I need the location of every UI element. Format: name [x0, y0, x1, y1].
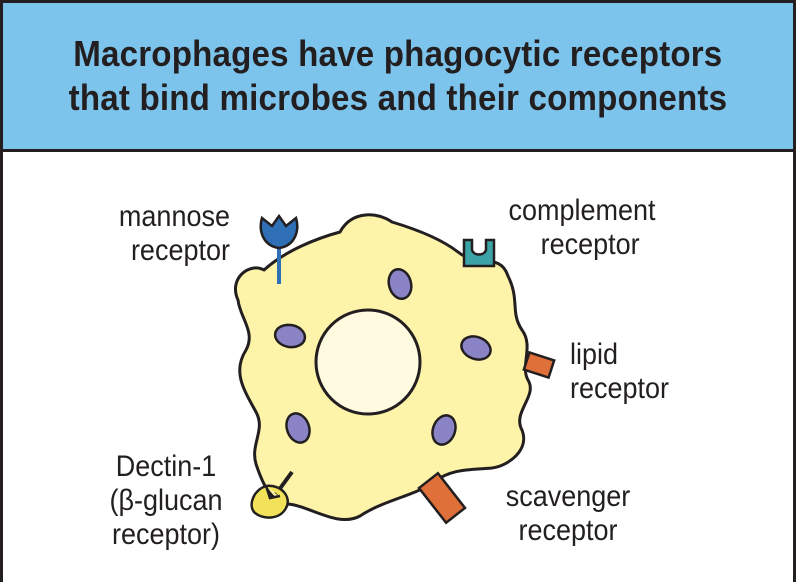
dectin-1-label: Dectin-1 (β-glucan receptor) — [109, 450, 223, 551]
title-line-2: that bind microbes and their components — [68, 77, 728, 118]
vesicle — [460, 335, 492, 361]
vesicle — [387, 267, 413, 301]
vesicle — [431, 414, 457, 446]
complement-receptor — [462, 238, 496, 268]
vesicle — [273, 323, 307, 349]
scavenger-receptor — [417, 471, 467, 525]
lipid-receptor-label: lipid receptor — [570, 338, 670, 405]
vesicle-group — [273, 267, 492, 446]
nucleus — [314, 308, 422, 416]
mannose-receptor — [259, 213, 299, 284]
mannose-receptor-label: mannose receptor — [118, 200, 230, 267]
scavenger-receptor-label: scavenger receptor — [505, 480, 631, 547]
title-banner: Macrophages have phagocytic receptors th… — [3, 3, 793, 152]
lipid-receptor — [522, 350, 556, 380]
complement-receptor-label: complement receptor — [508, 194, 656, 261]
title-line-1: Macrophages have phagocytic receptors — [73, 33, 723, 74]
dectin-1-receptor — [250, 470, 294, 519]
vesicle — [285, 412, 311, 444]
